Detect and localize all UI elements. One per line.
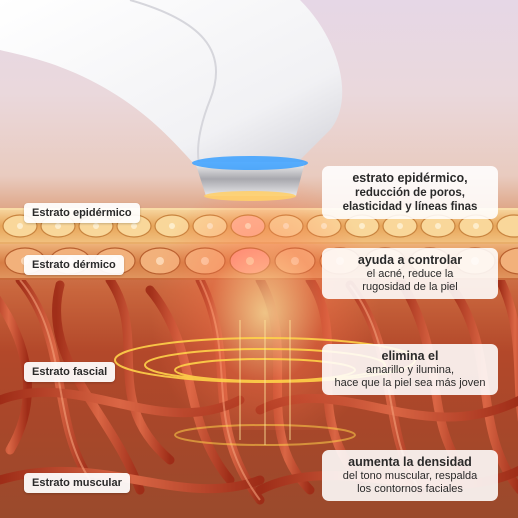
callout-line: hace que la piel sea más joven — [334, 377, 486, 389]
callout-line: elasticidad y líneas finas — [342, 201, 478, 213]
callout-title: aumenta la densidad — [348, 455, 472, 469]
layer-label-muscular: Estrato muscular — [24, 473, 130, 493]
layer-label-fascial: Estrato fascial — [24, 362, 116, 382]
callout-title: ayuda a controlar — [357, 253, 463, 267]
callout-line: reducción de poros, — [355, 187, 465, 199]
layer-label-dermal: Estrato dérmico — [24, 255, 124, 275]
layer-label-epidermal: Estrato epidérmico — [24, 203, 140, 223]
callout-title: estrato epidérmico, — [352, 171, 468, 185]
callout-line: rugosidad de la piel — [362, 281, 458, 293]
callout-fascial: elimina el amarillo y ilumina, hace que … — [322, 344, 498, 395]
callout-muscular: aumenta la densidad del tono muscular, r… — [322, 450, 498, 501]
callout-line: los contornos faciales — [357, 483, 463, 495]
callout-line: el acné, reduce la — [366, 268, 454, 280]
callout-line: amarillo y ilumina, — [365, 364, 455, 376]
callout-title: elimina el — [381, 349, 439, 363]
callout-dermal: ayuda a controlar el acné, reduce la rug… — [322, 248, 498, 299]
callout-line: del tono muscular, respalda — [342, 470, 478, 482]
callout-epidermal: estrato epidérmico, reducción de poros, … — [322, 166, 498, 219]
